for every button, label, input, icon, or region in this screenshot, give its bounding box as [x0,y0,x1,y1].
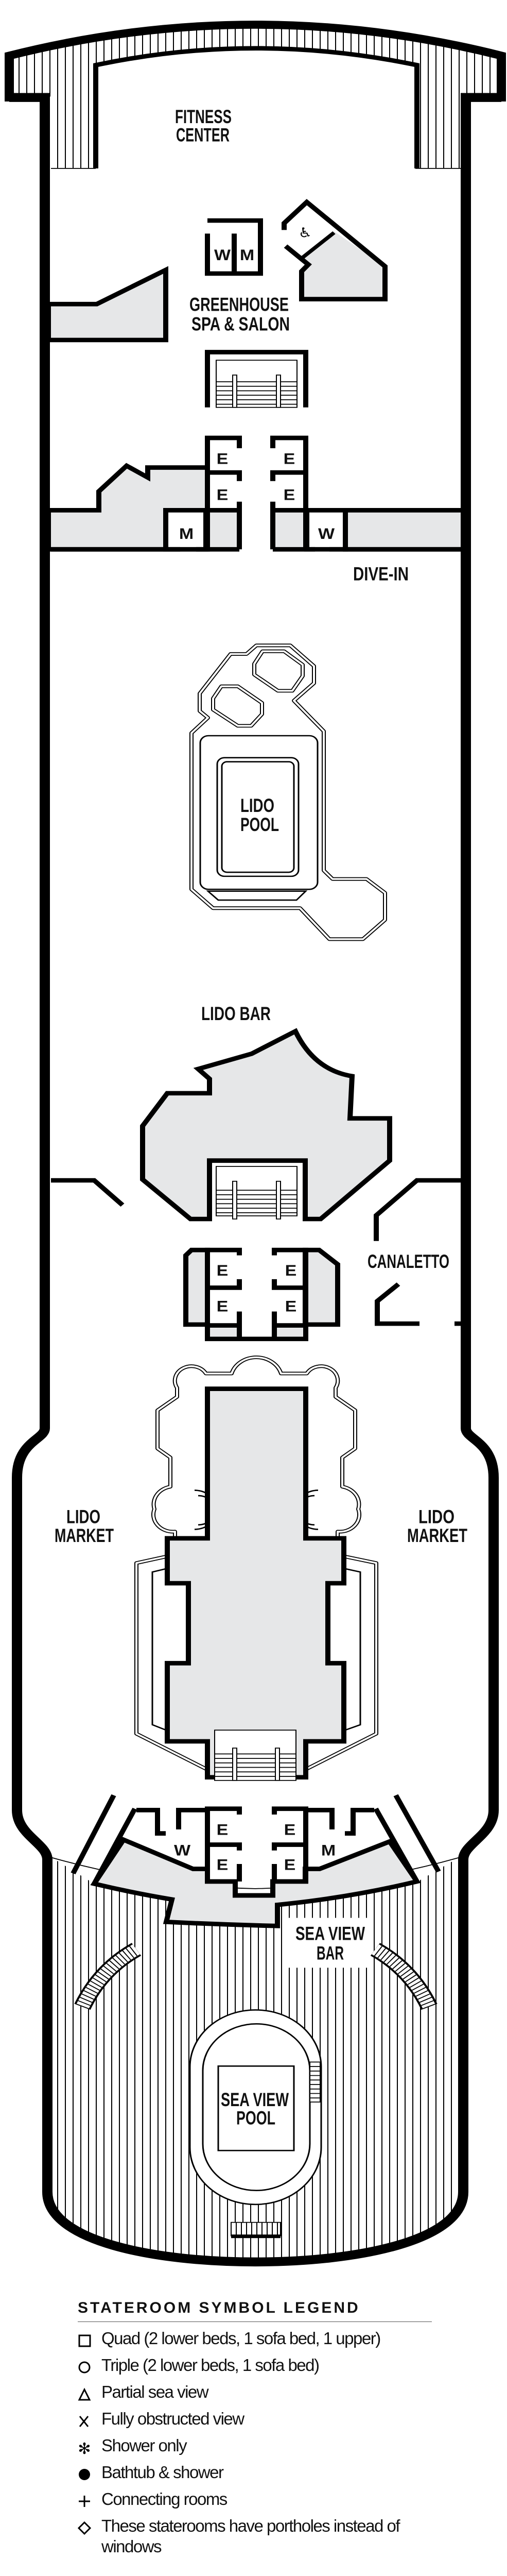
elevator-label: E [217,1298,229,1315]
hull-outline [9,93,501,2267]
sea-view-pool-label: SEA VIEW [221,2089,289,2110]
filled-circle-icon [79,2469,90,2480]
elevators-aft: E E E E [205,1806,308,1898]
spa-service-area [46,266,168,343]
legend-item-quad: Quad (2 lower beds, 1 sofa bed, 1 upper) [78,2326,433,2353]
stairway-midship[interactable] [207,1158,308,1219]
forward-deck-hatched [14,28,496,168]
forward-hull-edge [5,21,506,102]
diamond-outline-icon [78,2521,92,2535]
lido-market-port-label: LIDO [66,1506,100,1528]
men-restroom-label: M [240,246,254,263]
stairway-forward[interactable] [205,350,308,408]
canaletto-wall [374,1178,461,1241]
aft-partitions [136,1807,374,1836]
lido-pool-label: POOL [240,814,279,835]
canaletto-label: CANALETTO [368,1251,449,1273]
lido-pool-label: LIDO [240,795,274,817]
elevator-label: E [217,1856,229,1873]
elevators-midship: E E E E [183,1247,340,1342]
legend-divider [78,2321,432,2322]
dive-in-label: DIVE-IN [353,564,409,585]
lido-market-buffet [165,1386,346,1780]
sea-view-bar-label: SEA VIEW [295,1923,365,1944]
greenhouse-spa-label: GREENHOUSE [189,294,289,315]
elevator-label: E [284,1856,296,1873]
circle-outline-icon [78,2361,91,2374]
sea-view-pool: SEA VIEW POOL [189,2009,322,2206]
women-restroom-label: W [214,246,231,263]
accessible-restroom: ♿ [282,199,388,301]
legend-item-label: Connecting rooms [101,2489,228,2509]
legend-item-bathtub: Bathtub & shower [78,2460,433,2487]
lido-pool-complex: LIDO POOL [189,643,387,941]
elevator-label: E [284,450,295,467]
plus-icon [79,2496,90,2507]
legend-item-shower: ✻ Shower only [78,2433,433,2460]
sea-view-bar [286,1918,372,1968]
triangle-outline-icon [78,2387,91,2401]
legend-item-label: Fully obstructed view [101,2409,244,2428]
elevator-label: E [217,486,229,503]
square-outline-icon [78,2334,91,2347]
sea-view-pool-label: POOL [236,2108,275,2129]
legend-item-label: Bathtub & shower [101,2463,224,2482]
elevators-forward: E E E E [205,435,308,550]
stateroom-symbol-legend: STATEROOM SYMBOL LEGEND Quad (2 lower be… [78,2298,433,2566]
elevator-label: E [285,1262,297,1279]
legend-item-label: Quad (2 lower beds, 1 sofa bed, 1 upper) [101,2329,381,2348]
legend-item-label: Shower only [101,2436,187,2455]
legend-item-partial-view: Partial sea view [78,2380,433,2406]
fitness-center-label: FITNESS [175,106,232,127]
legend-item-label: These staterooms have portholes instead … [101,2516,400,2556]
aft-inner-wall [92,1807,419,1885]
fitness-center-wall [93,46,419,168]
men-restroom [163,508,208,552]
greenhouse-spa-label: SPA & SALON [191,314,290,335]
x-icon [79,2416,89,2427]
elevator-label: E [284,486,295,503]
legend-item-label: Partial sea view [101,2382,209,2401]
deck-plan: FITNESS CENTER W M ♿ GREENHOUSE SPA & SA… [5,21,506,2267]
women-restroom [304,508,348,552]
aft-slanted-wall [71,1794,441,1875]
sea-view-bar-label: BAR [317,1943,344,1964]
elevator-label: E [217,450,229,467]
stairway-aft[interactable] [214,1730,296,1781]
partition-wall [51,1178,125,1207]
sea-view-bar-service [90,1837,421,1928]
lido-market-starboard-label: LIDO [418,1506,454,1528]
asterisk-icon: ✻ [78,2441,91,2455]
restrooms-forward: W M [205,218,263,276]
service-area-starboard [343,508,466,552]
legend-item-obstructed: Fully obstructed view [78,2406,433,2433]
legend-item-connecting: Connecting rooms [78,2487,433,2514]
legend-item-triple: Triple (2 lower beds, 1 sofa bed) [78,2353,433,2380]
women-restroom-label: W [174,1841,191,1858]
svg-text:✻: ✻ [78,2441,91,2455]
legend-item-portholes: These staterooms have portholes instead … [78,2514,433,2561]
lido-market-port-label: MARKET [55,1525,114,1546]
legend-item-label: Triple (2 lower beds, 1 sofa bed) [101,2355,320,2375]
wheelchair-icon: ♿ [299,225,312,241]
aft-steps[interactable] [231,2222,281,2239]
canaletto-wall [375,1282,461,1326]
elevator-label: E [217,1821,229,1838]
men-restroom-label: M [321,1841,336,1858]
elevator-label: E [217,1262,229,1279]
elevator-label: E [285,1298,297,1315]
curved-stairs-port[interactable] [74,1943,142,2010]
men-restroom-label: M [179,525,194,542]
legend-title: STATEROOM SYMBOL LEGEND [78,2299,360,2316]
elevator-label: E [284,1821,296,1838]
lido-bar [140,1028,392,1222]
lido-market-starboard-label: MARKET [407,1525,467,1546]
curved-stairs-starboard[interactable] [370,1943,438,2010]
women-restroom-label: W [318,525,335,542]
fitness-center-label: CENTER [176,125,230,146]
lido-bar-label: LIDO BAR [201,1003,271,1024]
